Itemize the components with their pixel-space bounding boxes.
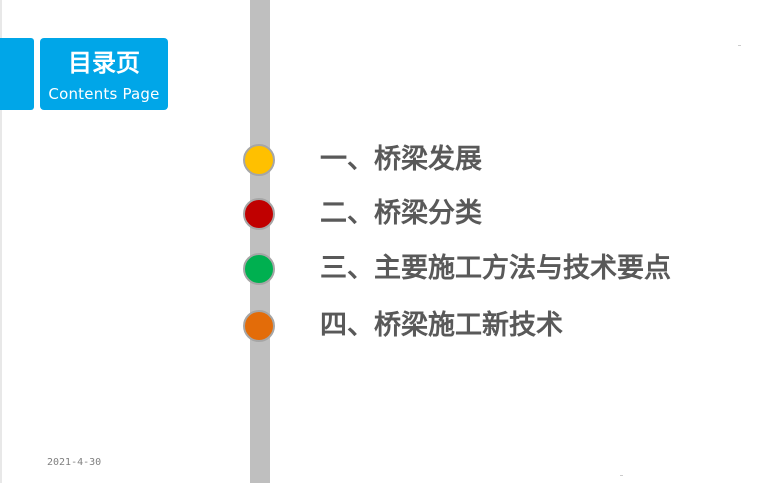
toc-bullet-icon bbox=[243, 253, 275, 285]
title-accent-strip bbox=[0, 38, 34, 110]
toc-bullet-icon bbox=[243, 310, 275, 342]
corner-mark bbox=[738, 45, 741, 46]
toc-item-label: 一、桥梁发展 bbox=[320, 144, 482, 175]
page-subtitle: Contents Page bbox=[48, 85, 160, 103]
toc-item-3[interactable]: 三、主要施工方法与技术要点 bbox=[240, 252, 760, 292]
toc-item-2[interactable]: 二、桥梁分类 bbox=[240, 197, 760, 237]
toc-bullet-icon bbox=[243, 144, 275, 176]
toc-item-label: 三、主要施工方法与技术要点 bbox=[320, 253, 671, 284]
timeline-bar bbox=[250, 0, 270, 483]
toc-bullet-icon bbox=[243, 198, 275, 230]
slide-date: 2021-4-30 bbox=[47, 457, 102, 468]
toc-item-label: 四、桥梁施工新技术 bbox=[320, 310, 563, 341]
slide-left-border bbox=[0, 0, 2, 483]
title-box: 目录页 Contents Page bbox=[40, 38, 168, 110]
page-title: 目录页 bbox=[68, 49, 140, 77]
corner-mark bbox=[620, 475, 623, 476]
toc-item-1[interactable]: 一、桥梁发展 bbox=[240, 143, 760, 183]
toc-item-4[interactable]: 四、桥梁施工新技术 bbox=[240, 309, 760, 349]
toc-item-label: 二、桥梁分类 bbox=[320, 198, 482, 229]
